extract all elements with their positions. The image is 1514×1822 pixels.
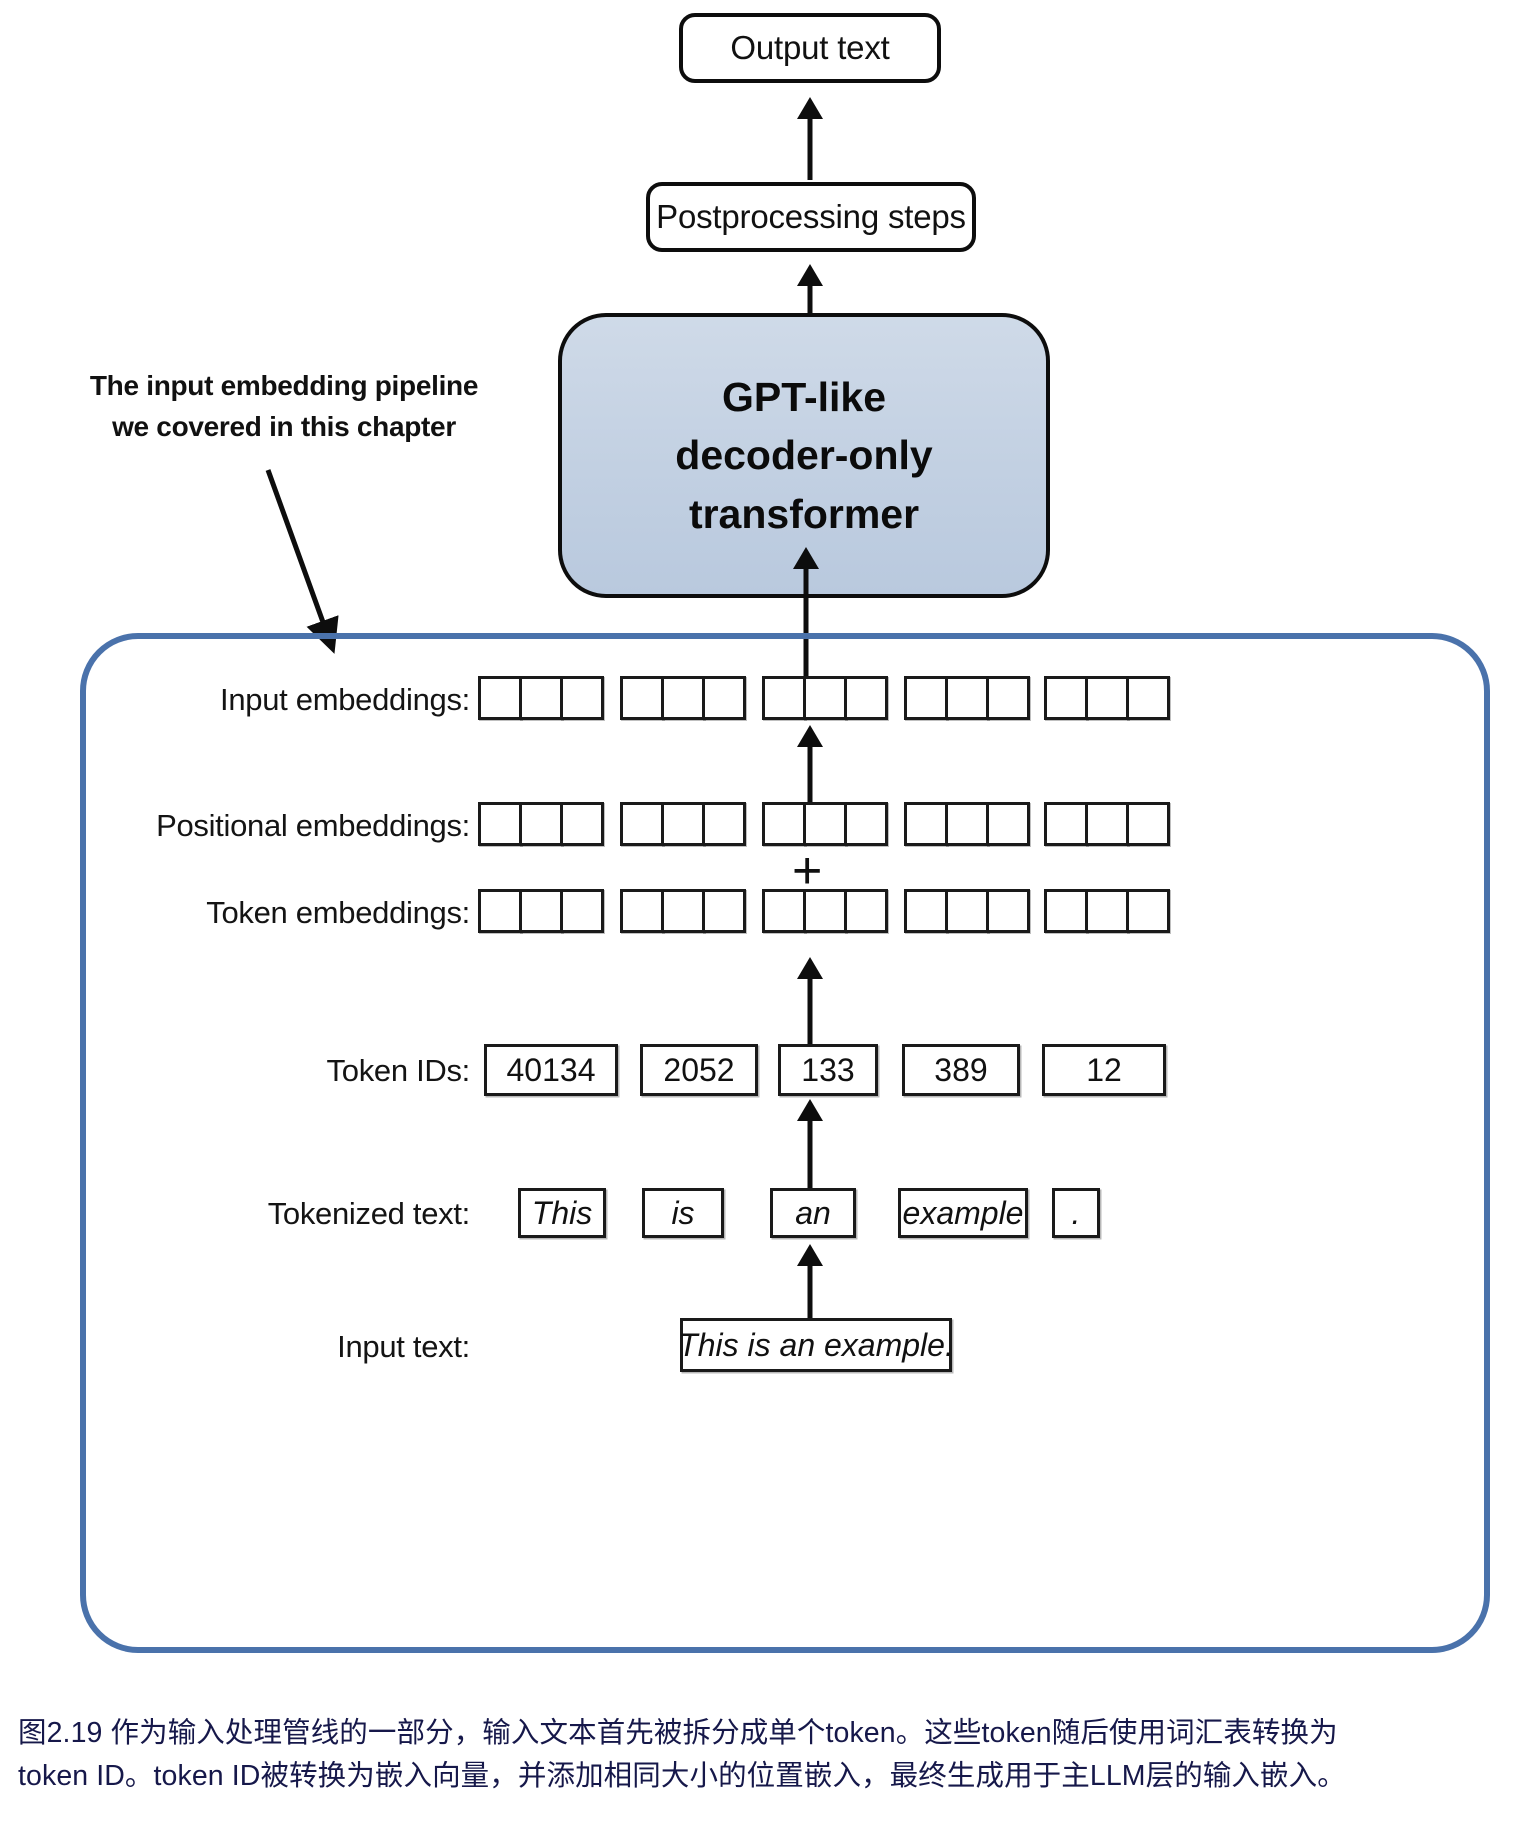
- positional-embedding-cell: [986, 802, 1030, 846]
- positional-embeddings-cells: [478, 802, 1178, 846]
- token-box: an: [770, 1188, 856, 1238]
- input-embedding-cell: [661, 676, 705, 720]
- input-embedding-group: [1044, 676, 1170, 720]
- token-box: This: [518, 1188, 606, 1238]
- input-embedding-group: [478, 676, 604, 720]
- positional-embedding-cell: [945, 802, 989, 846]
- token-id-box: 40134: [484, 1044, 618, 1096]
- input-embedding-cell: [803, 676, 847, 720]
- input-embedding-cell: [762, 676, 806, 720]
- row-label-token-embeddings: Token embeddings:: [206, 895, 470, 930]
- input-text-box: This is an example.: [678, 1318, 954, 1372]
- input-embedding-pipeline-container: [80, 633, 1490, 1653]
- positional-embedding-group: [478, 802, 604, 846]
- positional-embedding-cell: [762, 802, 806, 846]
- positional-embedding-cell: [702, 802, 746, 846]
- gpt-block-line-1: GPT-like: [721, 374, 887, 421]
- gpt-transformer-block: GPT-like decoder-only transformer: [558, 313, 1050, 598]
- token-box: .: [1052, 1188, 1100, 1238]
- gpt-block-line-2: decoder-only: [675, 432, 933, 479]
- token-embedding-group: [620, 889, 746, 933]
- annotation-pointer-arrow: [265, 469, 339, 654]
- postprocessing-steps-label: Postprocessing steps: [656, 198, 966, 235]
- gpt-block-line-3: transformer: [688, 490, 920, 537]
- token-embedding-cell: [803, 889, 847, 933]
- positional-embedding-cell: [844, 802, 888, 846]
- input-embedding-cell: [904, 676, 948, 720]
- input-embeddings-cells: [478, 676, 1178, 720]
- token-embedding-cell: [1085, 889, 1129, 933]
- positional-embedding-group: [762, 802, 888, 846]
- input-embedding-cell: [1044, 676, 1088, 720]
- row-label-token-ids: Token IDs:: [326, 1053, 471, 1088]
- token-embedding-cell: [1044, 889, 1088, 933]
- token-box: example: [898, 1188, 1028, 1238]
- token-embedding-cell: [945, 889, 989, 933]
- annotation-line-2: we covered in this chapter: [112, 410, 456, 442]
- token-embedding-cell: [904, 889, 948, 933]
- input-embedding-cell: [519, 676, 563, 720]
- input-embedding-cell: [560, 676, 604, 720]
- positional-embedding-cell: [904, 802, 948, 846]
- figure-caption-line-2: token ID。token ID被转换为嵌入向量，并添加相同大小的位置嵌入，最…: [18, 1760, 1346, 1793]
- input-embedding-cell: [986, 676, 1030, 720]
- annotation-caption: The input embedding pipeline we covered …: [74, 366, 494, 447]
- figure-caption: 图2.19 作为输入处理管线的一部分，输入文本首先被拆分成单个token。这些t…: [18, 1712, 1508, 1799]
- token-embedding-group: [1044, 889, 1170, 933]
- input-embedding-cell: [702, 676, 746, 720]
- input-embedding-cell: [478, 676, 522, 720]
- output-text-label: Output text: [730, 29, 890, 66]
- token-embedding-cell: [1126, 889, 1170, 933]
- positional-embedding-cell: [560, 802, 604, 846]
- token-embedding-cell: [702, 889, 746, 933]
- positional-embedding-cell: [1126, 802, 1170, 846]
- token-id-box: 133: [778, 1044, 878, 1096]
- figure-caption-line-1: 图2.19 作为输入处理管线的一部分，输入文本首先被拆分成单个token。这些t…: [18, 1717, 1338, 1749]
- input-embedding-cell: [1126, 676, 1170, 720]
- token-embedding-cell: [762, 889, 806, 933]
- token-id-box: 2052: [640, 1044, 758, 1096]
- positional-embedding-group: [620, 802, 746, 846]
- token-id-box: 389: [902, 1044, 1020, 1096]
- positional-embedding-cell: [519, 802, 563, 846]
- input-embedding-cell: [620, 676, 664, 720]
- row-label-tokenized-text: Tokenized text:: [267, 1196, 471, 1231]
- token-id-box: 12: [1042, 1044, 1166, 1096]
- positional-embedding-cell: [1044, 802, 1088, 846]
- positional-embedding-cell: [620, 802, 664, 846]
- input-embedding-group: [762, 676, 888, 720]
- input-embedding-cell: [844, 676, 888, 720]
- row-label-input-text: Input text:: [337, 1329, 470, 1364]
- token-embedding-cell: [478, 889, 522, 933]
- positional-embedding-cell: [478, 802, 522, 846]
- token-box: is: [642, 1188, 724, 1238]
- positional-embedding-cell: [1085, 802, 1129, 846]
- input-embedding-group: [620, 676, 746, 720]
- token-embedding-cell: [986, 889, 1030, 933]
- plus-operator: +: [792, 842, 823, 900]
- output-text-box: Output text: [679, 13, 941, 83]
- annotation-line-1: The input embedding pipeline: [89, 370, 479, 401]
- positional-embedding-cell: [803, 802, 847, 846]
- postprocessing-steps-box: Postprocessing steps: [646, 182, 976, 252]
- input-embedding-group: [904, 676, 1030, 720]
- token-embedding-cell: [620, 889, 664, 933]
- token-embedding-cell: [519, 889, 563, 933]
- positional-embedding-group: [1044, 802, 1170, 846]
- row-label-positional-embeddings: Positional embeddings:: [156, 808, 470, 843]
- token-embedding-group: [904, 889, 1030, 933]
- positional-embedding-cell: [661, 802, 705, 846]
- positional-embedding-group: [904, 802, 1030, 846]
- token-embedding-cell: [560, 889, 604, 933]
- row-label-input-embeddings: Input embeddings:: [220, 682, 470, 717]
- token-embedding-cell: [844, 889, 888, 933]
- input-embedding-cell: [945, 676, 989, 720]
- input-embedding-cell: [1085, 676, 1129, 720]
- token-embeddings-cells: [478, 889, 1178, 933]
- token-embedding-cell: [661, 889, 705, 933]
- token-embedding-group: [478, 889, 604, 933]
- token-embedding-group: [762, 889, 888, 933]
